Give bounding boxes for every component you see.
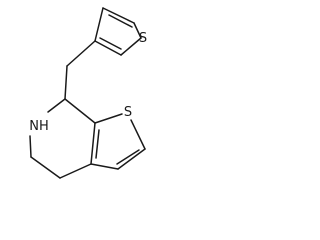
bond [90,122,96,165]
bond [90,163,119,170]
bond [102,7,135,24]
bond [30,156,61,179]
bond [64,65,68,100]
sulfur-label-fused: S [124,105,132,120]
bond [117,148,146,170]
bond [64,98,96,124]
methylene-linker [64,40,96,100]
bond [59,163,92,179]
chemical-structure-diagram: S S NH [29,7,147,179]
bond [133,22,142,39]
thiophene-ring-top [94,7,142,56]
bond [120,37,142,56]
nitrogen-label: NH [29,119,49,134]
bond [94,7,104,42]
double-bond-inner [99,37,122,50]
tetrahydropyridine-ring [29,98,96,179]
sulfur-label-top: S [139,31,147,46]
bond [94,40,122,56]
bond [29,135,32,158]
bond [130,119,146,150]
bond [66,40,96,67]
thiophene-ring-fused [90,113,146,170]
double-bond-inner [108,14,133,28]
bond [94,113,123,124]
double-bond-inner [95,129,100,159]
bond [47,98,66,113]
double-bond-inner [116,149,140,165]
